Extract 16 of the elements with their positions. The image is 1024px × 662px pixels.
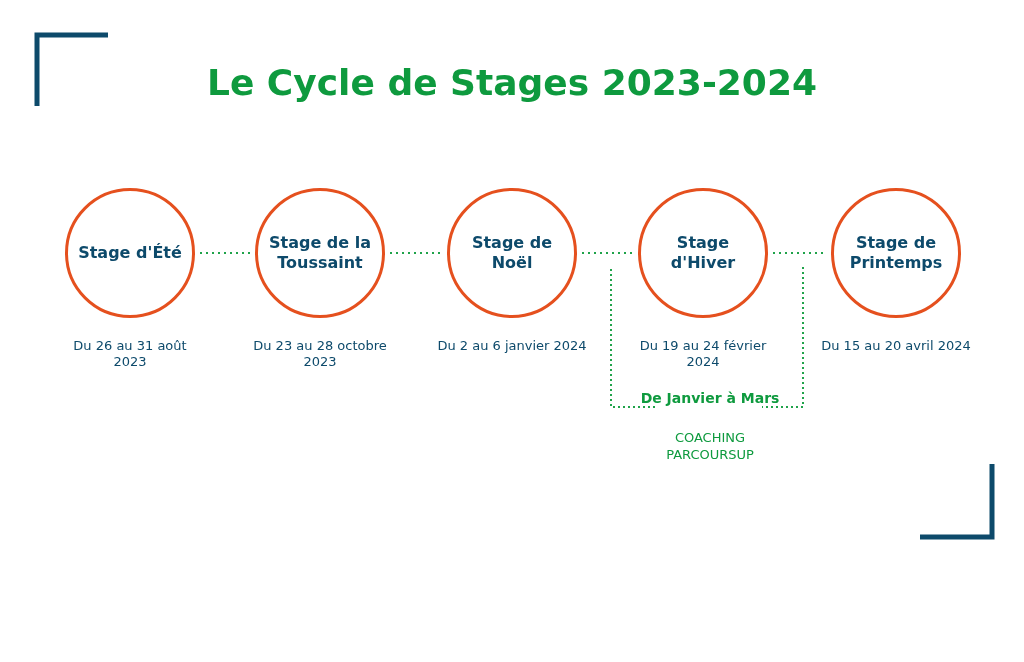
date-text: Du 26 au 31 août 2023: [72, 338, 188, 370]
stage-name: Stage d'Hiver: [669, 233, 737, 273]
stage-name: Stage de Printemps: [848, 233, 944, 273]
date-text: Du 23 au 28 octobre 2023: [252, 338, 388, 370]
dotted-connector: [199, 252, 251, 254]
stage-name: Stage de la Toussaint: [268, 233, 372, 273]
dotted-connector: [389, 252, 443, 254]
date-text: Du 2 au 6 janvier 2024: [437, 338, 587, 354]
dotted-connector: [581, 252, 634, 254]
period-label: De Janvier à Mars: [639, 390, 781, 407]
title: Le Cycle de Stages 2023-2024: [207, 62, 817, 103]
date-text: Du 15 au 20 avril 2024: [821, 338, 971, 354]
date-text: Du 19 au 24 février 2024: [638, 338, 768, 370]
program-label: COACHING PARCOURSUP: [665, 429, 755, 463]
stage-name: Stage de Noël: [470, 233, 554, 273]
stage-name: Stage d'Été: [77, 243, 183, 263]
